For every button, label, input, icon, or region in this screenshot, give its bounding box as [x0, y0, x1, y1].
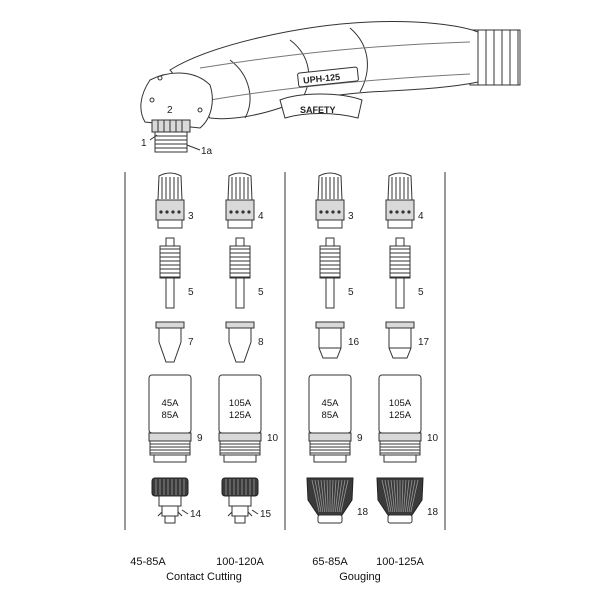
callout-tip: 17 [418, 337, 430, 348]
torch-body: UPH-125 SAFETY [140, 21, 521, 153]
swirl-ring [225, 172, 255, 229]
callout-tip: 7 [188, 337, 194, 348]
callout-electrode: 5 [258, 287, 264, 298]
tip [225, 321, 255, 363]
torch-head [140, 72, 213, 129]
tip [155, 321, 185, 363]
tip [315, 321, 345, 359]
callout-swirl-ring: 3 [348, 211, 354, 222]
callout-swirl-ring: 3 [188, 211, 194, 222]
callout-swirl-ring: 4 [418, 211, 424, 222]
safety-label: SAFETY [300, 105, 336, 115]
shield [221, 477, 259, 524]
callout-tip: 16 [348, 337, 360, 348]
range-col-1: 45-85A [130, 556, 166, 568]
parts-columns: 35745A85A914458105A125A1015351645A85A918… [148, 172, 439, 524]
head-thread [154, 131, 188, 153]
callout-swirl-ring: 4 [258, 211, 264, 222]
electrode [389, 237, 411, 309]
callout-electrode: 5 [418, 287, 424, 298]
electrode [229, 237, 251, 309]
range-col-4: 100-125A [376, 556, 424, 568]
cap-amp-1: 45A [162, 398, 180, 409]
callout-shield: 18 [357, 507, 369, 518]
callout-electrode: 5 [188, 287, 194, 298]
callout-shield: 14 [190, 509, 202, 520]
cap-amp-1: 105A [389, 398, 412, 409]
range-col-2: 100-120A [216, 556, 264, 568]
callout-1a: 1a [201, 146, 213, 157]
cap-amp-2: 85A [322, 410, 340, 421]
swirl-ring [315, 172, 345, 229]
safety-trigger [279, 93, 363, 119]
model-badge [297, 66, 359, 88]
electrode [159, 237, 181, 309]
range-col-3: 65-85A [312, 556, 348, 568]
callout-2: 2 [167, 105, 173, 116]
shield [306, 477, 354, 524]
cap-amp-2: 125A [229, 410, 252, 421]
callout-retaining-cap: 9 [197, 433, 203, 444]
shield [376, 477, 424, 524]
callout-shield: 15 [260, 509, 272, 520]
cap-amp-2: 125A [389, 410, 412, 421]
callout-retaining-cap: 10 [427, 433, 439, 444]
model-label: UPH-125 [303, 72, 341, 86]
callout-1: 1 [141, 138, 147, 149]
callout-electrode: 5 [348, 287, 354, 298]
shield [151, 477, 189, 524]
tip [385, 321, 415, 359]
cap-amp-1: 45A [322, 398, 340, 409]
cap-amp-1: 105A [229, 398, 252, 409]
swirl-ring [385, 172, 415, 229]
callout-retaining-cap: 9 [357, 433, 363, 444]
group-contact-cutting: Contact Cutting [166, 571, 242, 583]
callout-tip: 8 [258, 337, 264, 348]
cap-amp-2: 85A [162, 410, 180, 421]
swirl-ring [155, 172, 185, 229]
callout-shield: 18 [427, 507, 439, 518]
footer-labels: 45-85A 100-120A 65-85A 100-125A Contact … [130, 556, 424, 583]
electrode [319, 237, 341, 309]
callout-retaining-cap: 10 [267, 433, 279, 444]
group-gouging: Gouging [339, 571, 381, 583]
torch-callouts: 1 1a 2 [141, 105, 213, 157]
